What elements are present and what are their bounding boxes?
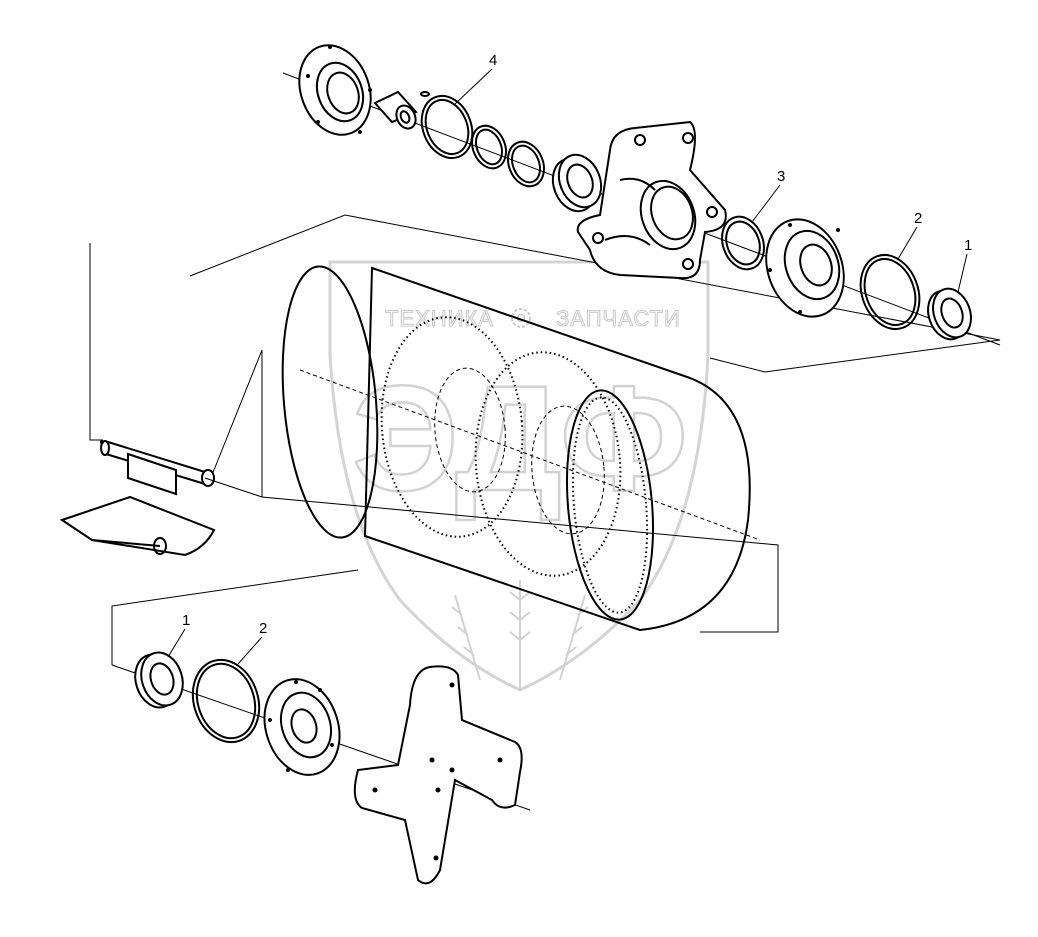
top-ring-small-a bbox=[471, 124, 507, 170]
callout-top-1: 1 bbox=[957, 237, 972, 293]
callout-top-3: 3 bbox=[751, 168, 785, 223]
shaft-axis-line bbox=[204, 477, 263, 498]
top-ring-4 bbox=[420, 94, 474, 160]
svg-text:3: 3 bbox=[777, 168, 785, 185]
svg-text:2: 2 bbox=[914, 210, 922, 227]
bottom-cross-plate bbox=[353, 665, 523, 885]
top-right-flange bbox=[765, 218, 845, 318]
top-ring-3 bbox=[721, 215, 765, 271]
wheat-ear-icon bbox=[451, 580, 589, 690]
explosion-lines bbox=[89, 214, 1001, 665]
bottom-flange bbox=[263, 678, 341, 776]
watermark-text-left: ТЕХНИКА bbox=[385, 306, 494, 331]
bottom-ring-2 bbox=[191, 658, 261, 744]
top-ring-2 bbox=[859, 254, 921, 330]
watermark-text-right: ЗАПЧАСТИ bbox=[556, 306, 681, 331]
svg-text:1: 1 bbox=[964, 237, 972, 254]
top-bearing bbox=[551, 153, 603, 213]
callout-bottom-1: 1 bbox=[167, 612, 190, 658]
drive-shaft bbox=[100, 440, 215, 496]
svg-text:2: 2 bbox=[259, 620, 267, 637]
callout-bottom-2: 2 bbox=[237, 620, 267, 665]
top-mounting-bracket bbox=[576, 120, 727, 280]
bottom-seal-1 bbox=[134, 651, 184, 709]
top-left-flange-housing bbox=[298, 44, 372, 136]
callout-top-4: 4 bbox=[454, 52, 497, 105]
watermark: ТЕХНИКА ЗАПЧАСТИ ЭДФ bbox=[328, 260, 710, 692]
top-seal-1 bbox=[927, 287, 972, 341]
drum-cylinder bbox=[281, 265, 761, 632]
svg-text:4: 4 bbox=[489, 52, 497, 69]
svg-text:1: 1 bbox=[182, 612, 190, 629]
watermark-big-text: ЭДФ bbox=[352, 354, 688, 522]
top-ring-small-b bbox=[507, 140, 545, 188]
top-sleeve bbox=[373, 90, 430, 130]
callout-top-2: 2 bbox=[897, 210, 922, 260]
cover-plate bbox=[59, 495, 216, 557]
